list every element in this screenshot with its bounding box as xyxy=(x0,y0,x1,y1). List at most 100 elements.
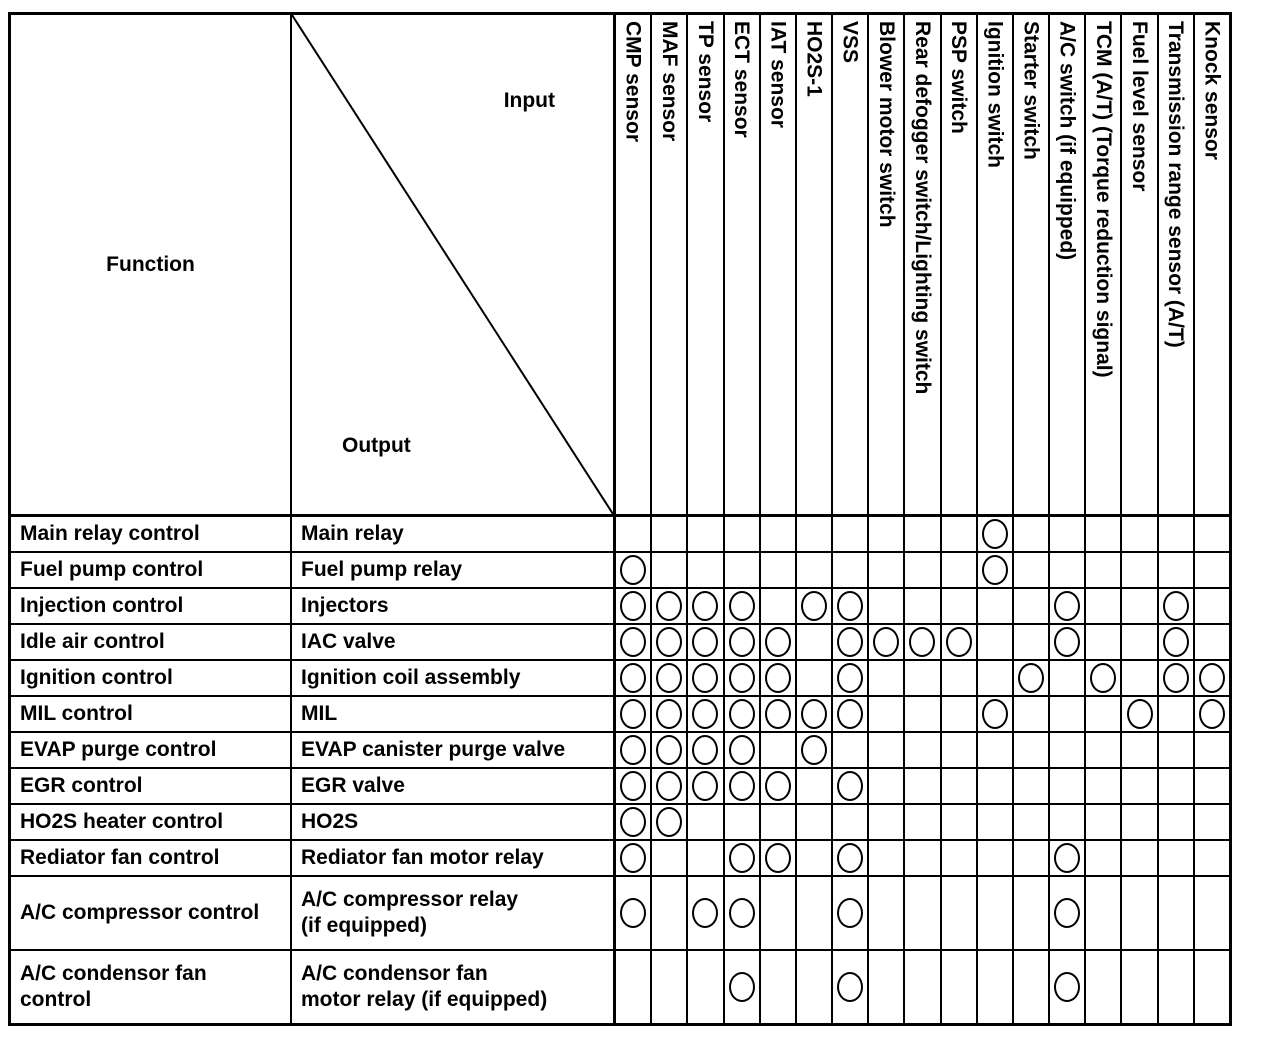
matrix-cell xyxy=(616,805,651,839)
input-mark-circle xyxy=(764,771,791,801)
matrix-cell xyxy=(616,733,651,767)
input-mark-circle xyxy=(656,807,683,837)
matrix-cell xyxy=(760,841,795,875)
matrix-cell xyxy=(905,553,940,587)
input-mark-circle xyxy=(837,627,864,657)
matrix-cell xyxy=(724,733,759,767)
matrix-cell xyxy=(724,625,759,659)
input-mark-circle xyxy=(620,771,647,801)
matrix-cell xyxy=(760,877,795,949)
column-header-label: ECT sensor xyxy=(730,21,754,138)
matrix-cell xyxy=(869,877,904,949)
matrix-cell xyxy=(1013,517,1049,551)
matrix-cell xyxy=(724,877,759,949)
input-mark-circle xyxy=(764,627,791,657)
input-mark-circle xyxy=(728,663,755,693)
matrix-cell xyxy=(1158,733,1193,767)
matrix-cell xyxy=(869,553,904,587)
matrix-cell xyxy=(688,517,723,551)
matrix-cell xyxy=(796,661,832,695)
matrix-cell xyxy=(833,589,868,623)
matrix-cell xyxy=(905,589,940,623)
input-mark-circle xyxy=(620,555,647,585)
input-mark-circle xyxy=(873,627,900,657)
output-cell: A/C condensor fan motor relay (if equipp… xyxy=(292,951,614,1023)
function-cell: Fuel pump control xyxy=(11,553,290,587)
column-header-label: Knock sensor xyxy=(1200,21,1224,160)
matrix-cell xyxy=(1194,661,1229,695)
column-header: CMP sensor xyxy=(616,15,651,515)
matrix-cell xyxy=(1158,769,1193,803)
matrix-cell xyxy=(905,877,940,949)
input-mark-circle xyxy=(837,771,864,801)
matrix-cell xyxy=(1050,589,1085,623)
matrix-cell xyxy=(905,769,940,803)
matrix-cell xyxy=(688,733,723,767)
input-mark-circle xyxy=(909,627,936,657)
column-header-label: Ignition switch xyxy=(983,21,1007,168)
function-cell: MIL control xyxy=(11,697,290,731)
input-mark-circle xyxy=(1090,663,1117,693)
matrix-cell xyxy=(652,951,687,1023)
matrix-cell xyxy=(1013,805,1049,839)
matrix-cell xyxy=(1013,877,1049,949)
matrix-cell xyxy=(1050,553,1085,587)
input-mark-circle xyxy=(620,735,647,765)
matrix-cell xyxy=(869,625,904,659)
matrix-cell xyxy=(724,553,759,587)
matrix-cell xyxy=(1158,553,1193,587)
matrix-cell xyxy=(652,625,687,659)
output-cell: Fuel pump relay xyxy=(292,553,614,587)
matrix-cell xyxy=(616,769,651,803)
column-header-label: Transmission range sensor (A/T) xyxy=(1164,21,1188,348)
column-header-label: VSS xyxy=(838,21,862,64)
input-mark-circle xyxy=(837,843,864,873)
matrix-cell xyxy=(1050,625,1085,659)
matrix-cell xyxy=(1158,841,1193,875)
input-mark-circle xyxy=(728,843,755,873)
column-header: A/C switch (if equipped) xyxy=(1050,15,1085,515)
matrix-cell xyxy=(941,805,976,839)
input-mark-circle xyxy=(692,663,719,693)
input-mark-circle xyxy=(837,699,864,729)
matrix-cell xyxy=(869,951,904,1023)
matrix-cell xyxy=(796,951,832,1023)
input-mark-circle xyxy=(837,972,864,1002)
matrix-cell xyxy=(1086,661,1121,695)
matrix-cell xyxy=(616,841,651,875)
matrix-cell xyxy=(1158,517,1193,551)
column-header: TP sensor xyxy=(688,15,723,515)
matrix-cell xyxy=(1086,553,1121,587)
input-mark-circle xyxy=(692,771,719,801)
function-cell: EGR control xyxy=(11,769,290,803)
matrix-cell xyxy=(796,517,832,551)
matrix-cell xyxy=(724,517,759,551)
output-cell: Injectors xyxy=(292,589,614,623)
matrix-cell xyxy=(869,517,904,551)
input-mark-circle xyxy=(1054,843,1081,873)
function-header-label: Function xyxy=(106,252,195,276)
matrix-cell xyxy=(1086,841,1121,875)
input-mark-circle xyxy=(764,663,791,693)
output-cell: EGR valve xyxy=(292,769,614,803)
column-header-label: CMP sensor xyxy=(621,21,645,142)
matrix-cell xyxy=(1194,553,1229,587)
input-mark-circle xyxy=(1162,663,1189,693)
matrix-cell xyxy=(941,625,976,659)
matrix-cell xyxy=(869,733,904,767)
matrix-cell xyxy=(941,841,976,875)
matrix-cell xyxy=(941,553,976,587)
matrix-cell xyxy=(652,517,687,551)
matrix-cell xyxy=(1194,769,1229,803)
matrix-cell xyxy=(688,805,723,839)
matrix-cell xyxy=(1086,769,1121,803)
input-mark-circle xyxy=(1198,663,1225,693)
matrix-cell xyxy=(1158,951,1193,1023)
function-cell: Ignition control xyxy=(11,661,290,695)
input-mark-circle xyxy=(1054,591,1081,621)
matrix-cell xyxy=(977,661,1012,695)
matrix-cell xyxy=(941,769,976,803)
column-header: MAF sensor xyxy=(652,15,687,515)
matrix-cell xyxy=(1050,733,1085,767)
matrix-cell xyxy=(1194,697,1229,731)
